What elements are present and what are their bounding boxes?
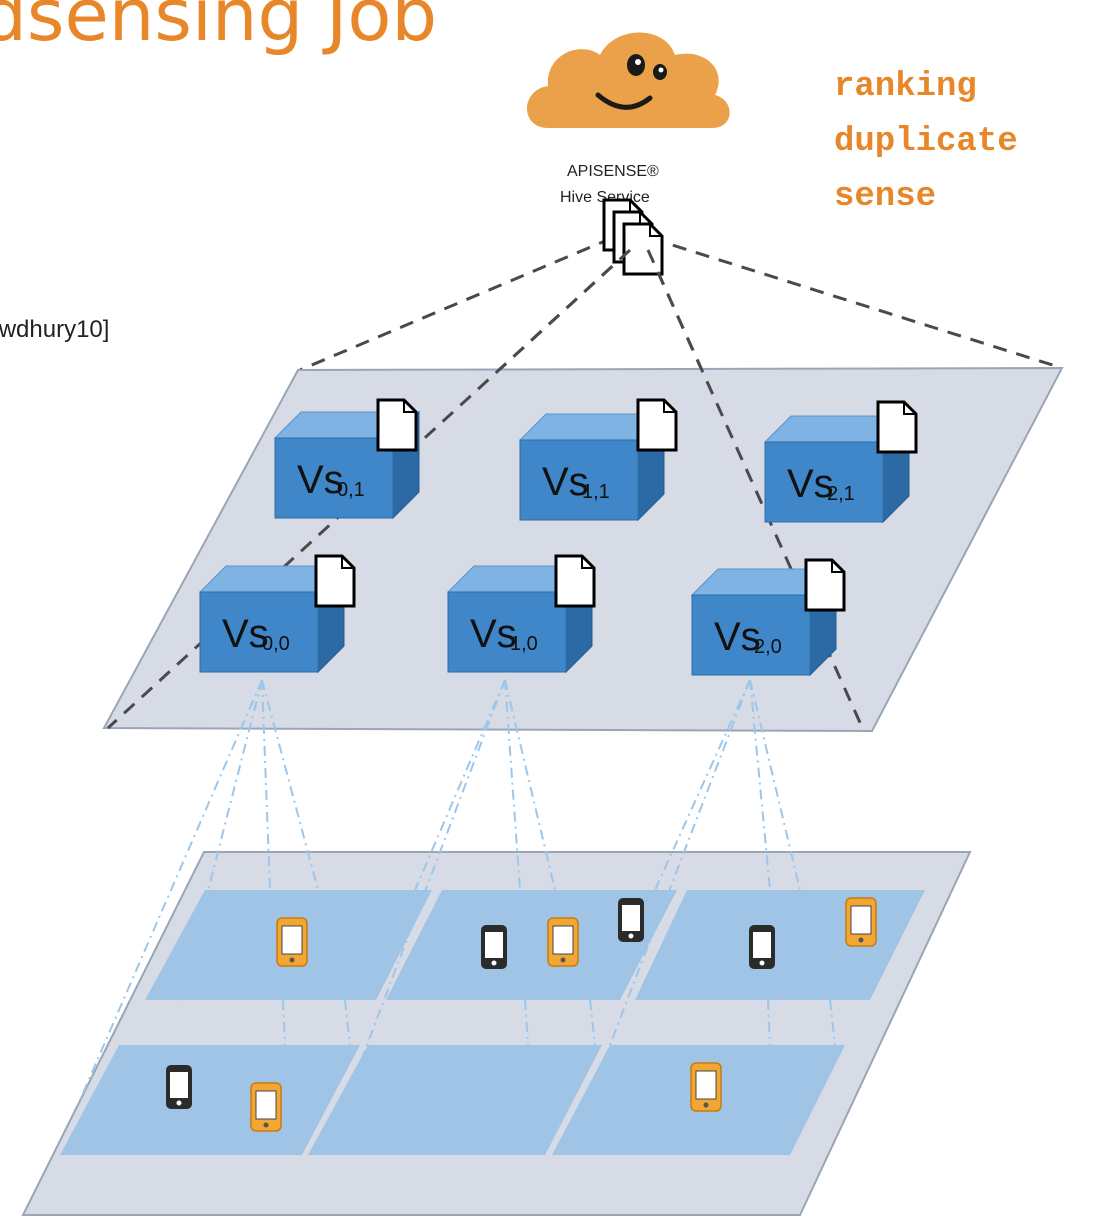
- virtual-sensor-label: Vs: [222, 612, 269, 656]
- virtual-sensor-2-0[interactable]: Vs2,0: [690, 558, 846, 677]
- tile-1-1: [386, 890, 677, 1000]
- virtual-sensor-0-1[interactable]: Vs0,1: [273, 398, 421, 520]
- hive-label-brand: APISENSE®: [567, 163, 659, 180]
- virtual-sensor-0-0[interactable]: Vs0,0: [198, 554, 356, 674]
- document-icon: [554, 554, 596, 608]
- document-icon: [804, 558, 846, 612]
- smartphone-icon[interactable]: [250, 1082, 282, 1132]
- virtual-sensor-label: Vs: [470, 612, 517, 656]
- tile-0-0: [60, 1045, 360, 1155]
- citation-text: [Chowdhury10]: [0, 316, 109, 343]
- virtual-sensor-index: 0,1: [337, 479, 365, 501]
- virtual-sensor-1-0[interactable]: Vs1,0: [446, 554, 596, 674]
- tile-1-0: [308, 1045, 602, 1155]
- virtual-sensor-index: 1,0: [510, 633, 538, 655]
- virtual-sensor-label: Vs: [714, 615, 761, 659]
- page-title: Crowdsensing Job: [0, 0, 437, 57]
- cloud-icon: [527, 32, 730, 128]
- virtual-sensor-index: 2,1: [827, 483, 855, 505]
- document-icon: [314, 554, 356, 608]
- keyword-duplicate: duplicate: [834, 123, 1018, 161]
- virtual-sensor-index: 2,0: [754, 636, 782, 658]
- smartphone-icon[interactable]: [690, 1062, 722, 1112]
- smartphone-icon[interactable]: [481, 925, 507, 969]
- virtual-sensor-label: Vs: [787, 462, 834, 506]
- smartphone-icon[interactable]: [547, 917, 579, 967]
- keyword-ranking: ranking: [834, 68, 977, 106]
- document-icon: [376, 398, 418, 452]
- smartphone-icon[interactable]: [618, 898, 644, 942]
- virtual-sensor-index: 1,1: [582, 481, 610, 503]
- virtual-sensor-label: Vs: [542, 460, 589, 504]
- keyword-sense: sense: [834, 178, 936, 216]
- smartphone-icon[interactable]: [845, 897, 877, 947]
- document-icon: [876, 400, 918, 454]
- virtual-sensor-1-1[interactable]: Vs1,1: [518, 398, 678, 522]
- document-icon: [636, 398, 678, 452]
- smartphone-icon[interactable]: [749, 925, 775, 969]
- device-connection-lines: [79, 679, 836, 1101]
- virtual-sensor-2-1[interactable]: Vs2,1: [763, 400, 918, 524]
- virtual-sensor-index: 0,0: [262, 633, 290, 655]
- smartphone-icon[interactable]: [166, 1065, 192, 1109]
- smartphone-icon[interactable]: [276, 917, 308, 967]
- virtual-sensor-label: Vs: [297, 458, 344, 502]
